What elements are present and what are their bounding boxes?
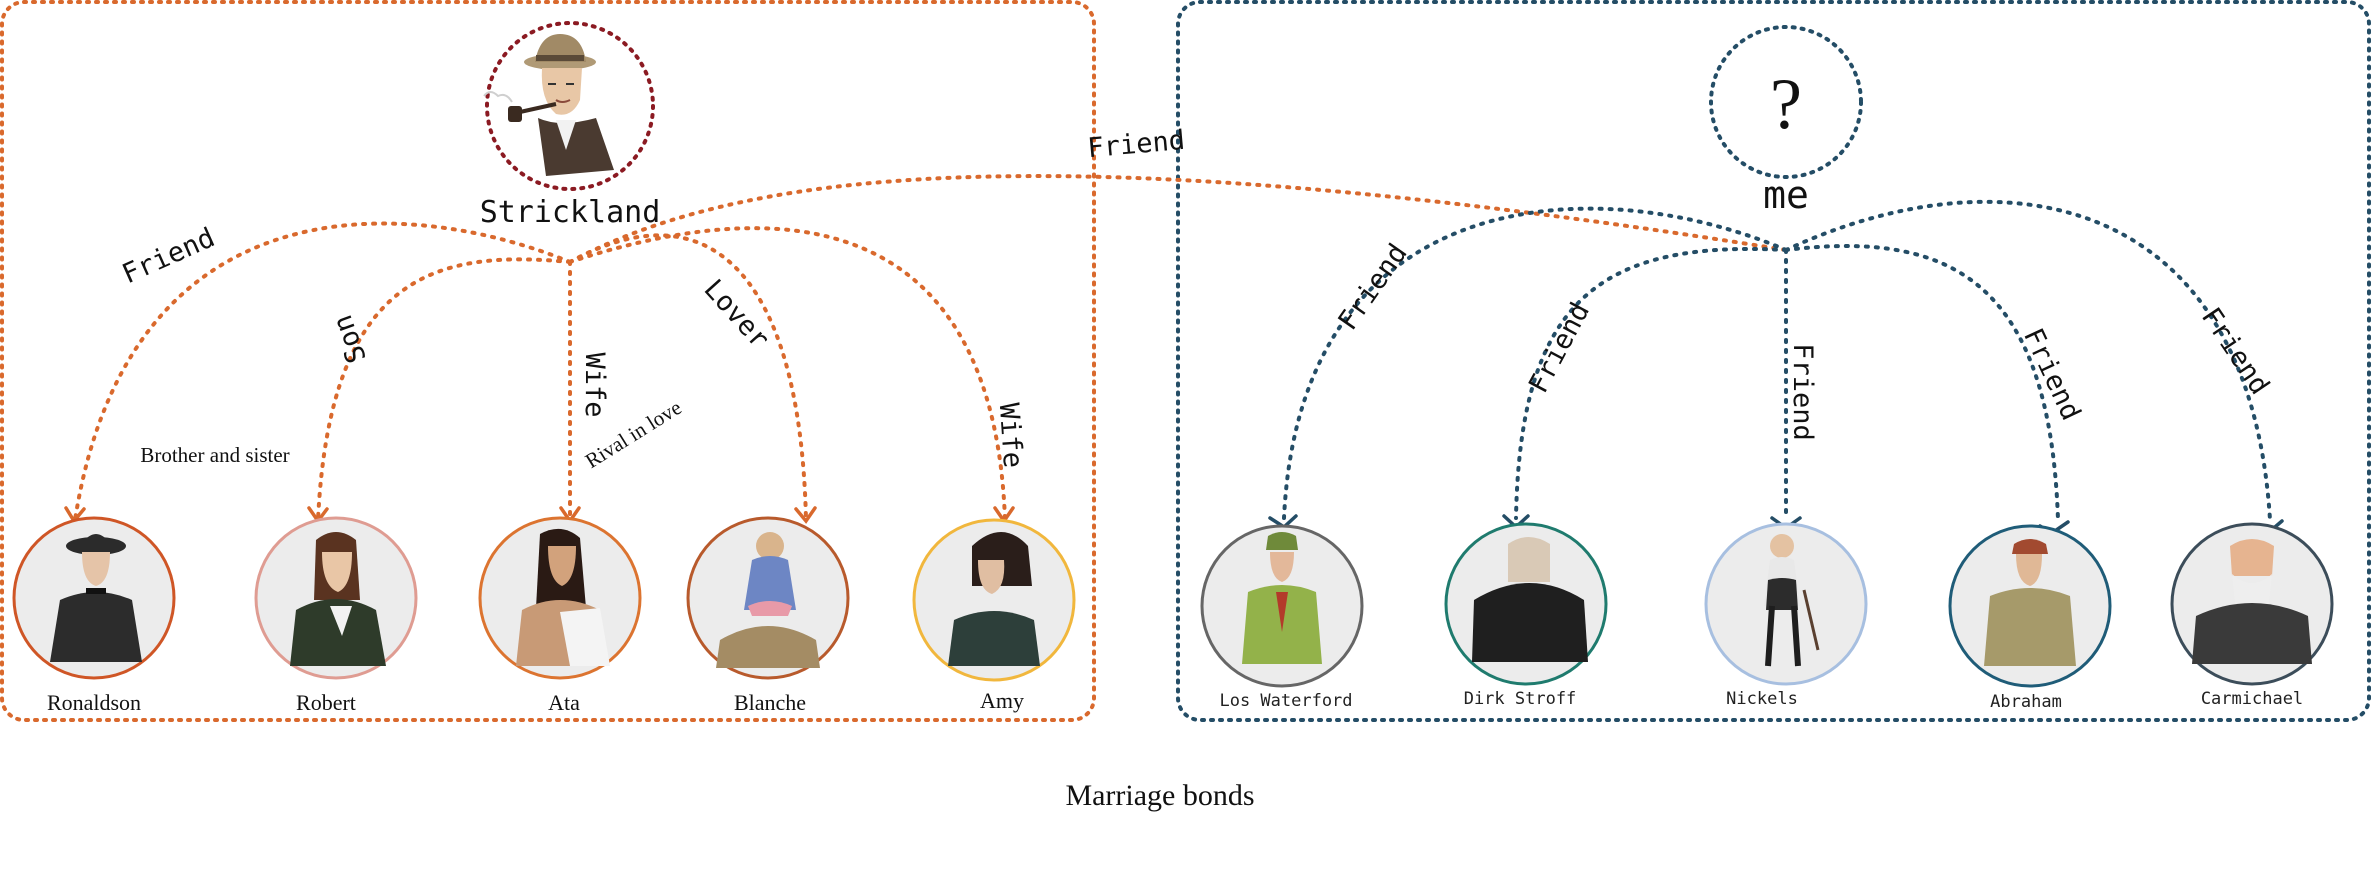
member-los-waterford: Los Waterford <box>1200 524 1364 711</box>
label-son-robert: Son <box>327 311 373 367</box>
bearded-old-man-portrait <box>2192 539 2312 664</box>
left-connectors <box>73 174 1788 522</box>
thin-man-with-cane-portrait <box>1764 534 1820 667</box>
question-mark-icon: ? <box>1770 64 1802 144</box>
edge-me-dirk-stroff <box>1514 247 1788 520</box>
edge-me-los-waterford <box>1282 206 1788 520</box>
right-connectors <box>1282 199 2272 522</box>
woman-with-hat-portrait <box>50 534 142 662</box>
dirk-stroff-name: Dirk Stroff <box>1464 689 1577 709</box>
man-with-long-hair-portrait <box>290 532 386 666</box>
member-carmichael: Carmichael <box>2170 522 2334 709</box>
member-nickels: Nickels <box>1704 522 1868 709</box>
label-friend-nickels: Friend <box>1787 343 1818 441</box>
label-friend-abraham: Friend <box>2017 324 2086 426</box>
member-abraham: Abraham <box>1948 524 2112 712</box>
member-ronaldson: Ronaldson <box>12 516 176 715</box>
edge-me-abraham <box>1784 244 2060 522</box>
blanche-name: Blanche <box>734 690 806 715</box>
edge-strickland-blanche <box>568 233 808 522</box>
man-with-hat-and-pipe-portrait <box>483 34 614 176</box>
ronaldson-name: Ronaldson <box>47 690 141 715</box>
figure-caption: Marriage bonds <box>1065 779 1254 812</box>
heavy-man-in-black-coat-portrait <box>1472 537 1588 662</box>
man-in-uniform-portrait <box>1984 539 2076 666</box>
member-robert: Robert <box>254 516 418 715</box>
member-amy: Amy <box>912 518 1076 713</box>
ata-name: Ata <box>548 690 580 715</box>
man-in-green-coat-portrait <box>1242 532 1322 664</box>
woman-kneeling-portrait <box>716 532 820 668</box>
member-dirk-stroff: Dirk Stroff <box>1444 522 1608 709</box>
label-friend-ronaldson: Friend <box>118 222 220 290</box>
left-arrowheads <box>64 506 1015 525</box>
edge-me-carmichael <box>1784 199 2272 522</box>
strickland-node: Strickland <box>480 21 661 230</box>
los-waterford-name: Los Waterford <box>1219 691 1352 711</box>
amy-name: Amy <box>980 688 1024 713</box>
label-friend-carmichael: Friend <box>2195 302 2275 400</box>
nickels-name: Nickels <box>1726 689 1798 709</box>
edge-strickland-ronaldson <box>73 221 572 522</box>
label-wife-ata: Wife <box>579 352 610 417</box>
edge-strickland-me <box>568 174 1788 264</box>
me-name: me <box>1763 173 1809 217</box>
label-friend-los-waterford: Friend <box>1332 238 1413 336</box>
label-friend-cross: Friend <box>1086 125 1186 164</box>
label-brother-and-sister: Brother and sister <box>140 443 289 467</box>
woman-with-curly-hair-portrait <box>948 532 1040 666</box>
label-lover-blanche: Lover <box>698 274 775 355</box>
edge-strickland-robert <box>316 257 572 522</box>
arrowhead-blanche <box>794 506 817 524</box>
member-ata: Ata <box>478 516 642 715</box>
label-friend-dirk-stroff: Friend <box>1523 298 1596 399</box>
woman-with-dark-hair-portrait <box>516 528 610 666</box>
left-group-frame <box>0 0 1096 722</box>
abraham-name: Abraham <box>1990 692 2062 712</box>
label-wife-amy: Wife <box>993 402 1028 469</box>
carmichael-name: Carmichael <box>2201 689 2303 709</box>
strickland-name: Strickland <box>480 195 661 230</box>
member-blanche: Blanche <box>686 516 850 715</box>
robert-name: Robert <box>296 690 356 715</box>
me-node: ? me <box>1709 25 1863 217</box>
